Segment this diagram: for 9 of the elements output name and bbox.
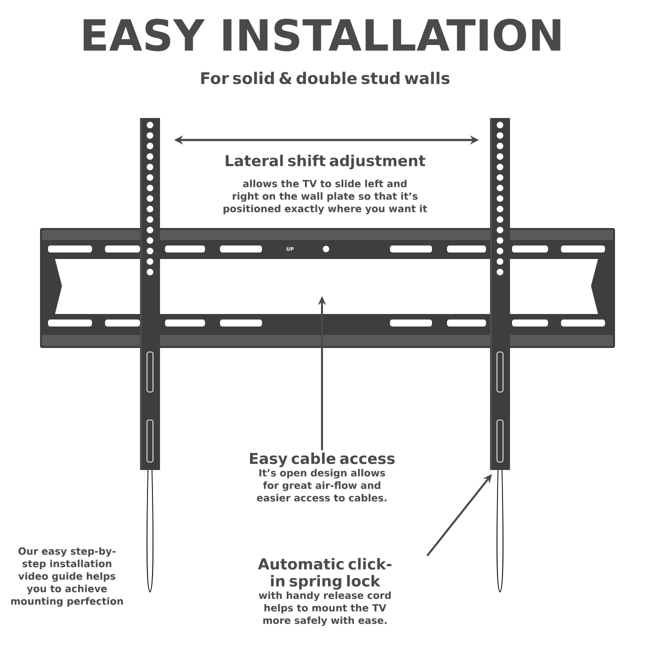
title: EASY INSTALLATION: [84, 18, 560, 52]
callout-text: It’s open design allows for great air-flow and easier access to cables.: [256, 468, 386, 502]
callout-text: with handy release cord helps to mount the TV more safely with ease.: [258, 591, 391, 626]
callout-heading: Automatic click-in spring lock: [258, 558, 392, 590]
callout-heading: Lateral shift adjustment: [226, 154, 426, 170]
caption-text: Our easy step-by-step installation video guide helps you to achieve mounting perfection: [11, 547, 123, 607]
callout-text: allows the TV to slide left and right on the wall plate so that it’s positioned exactly where you want it: [224, 180, 428, 214]
callout-heading: Easy cable access: [250, 452, 395, 468]
subtitle: For solid & double stud walls: [201, 72, 450, 84]
